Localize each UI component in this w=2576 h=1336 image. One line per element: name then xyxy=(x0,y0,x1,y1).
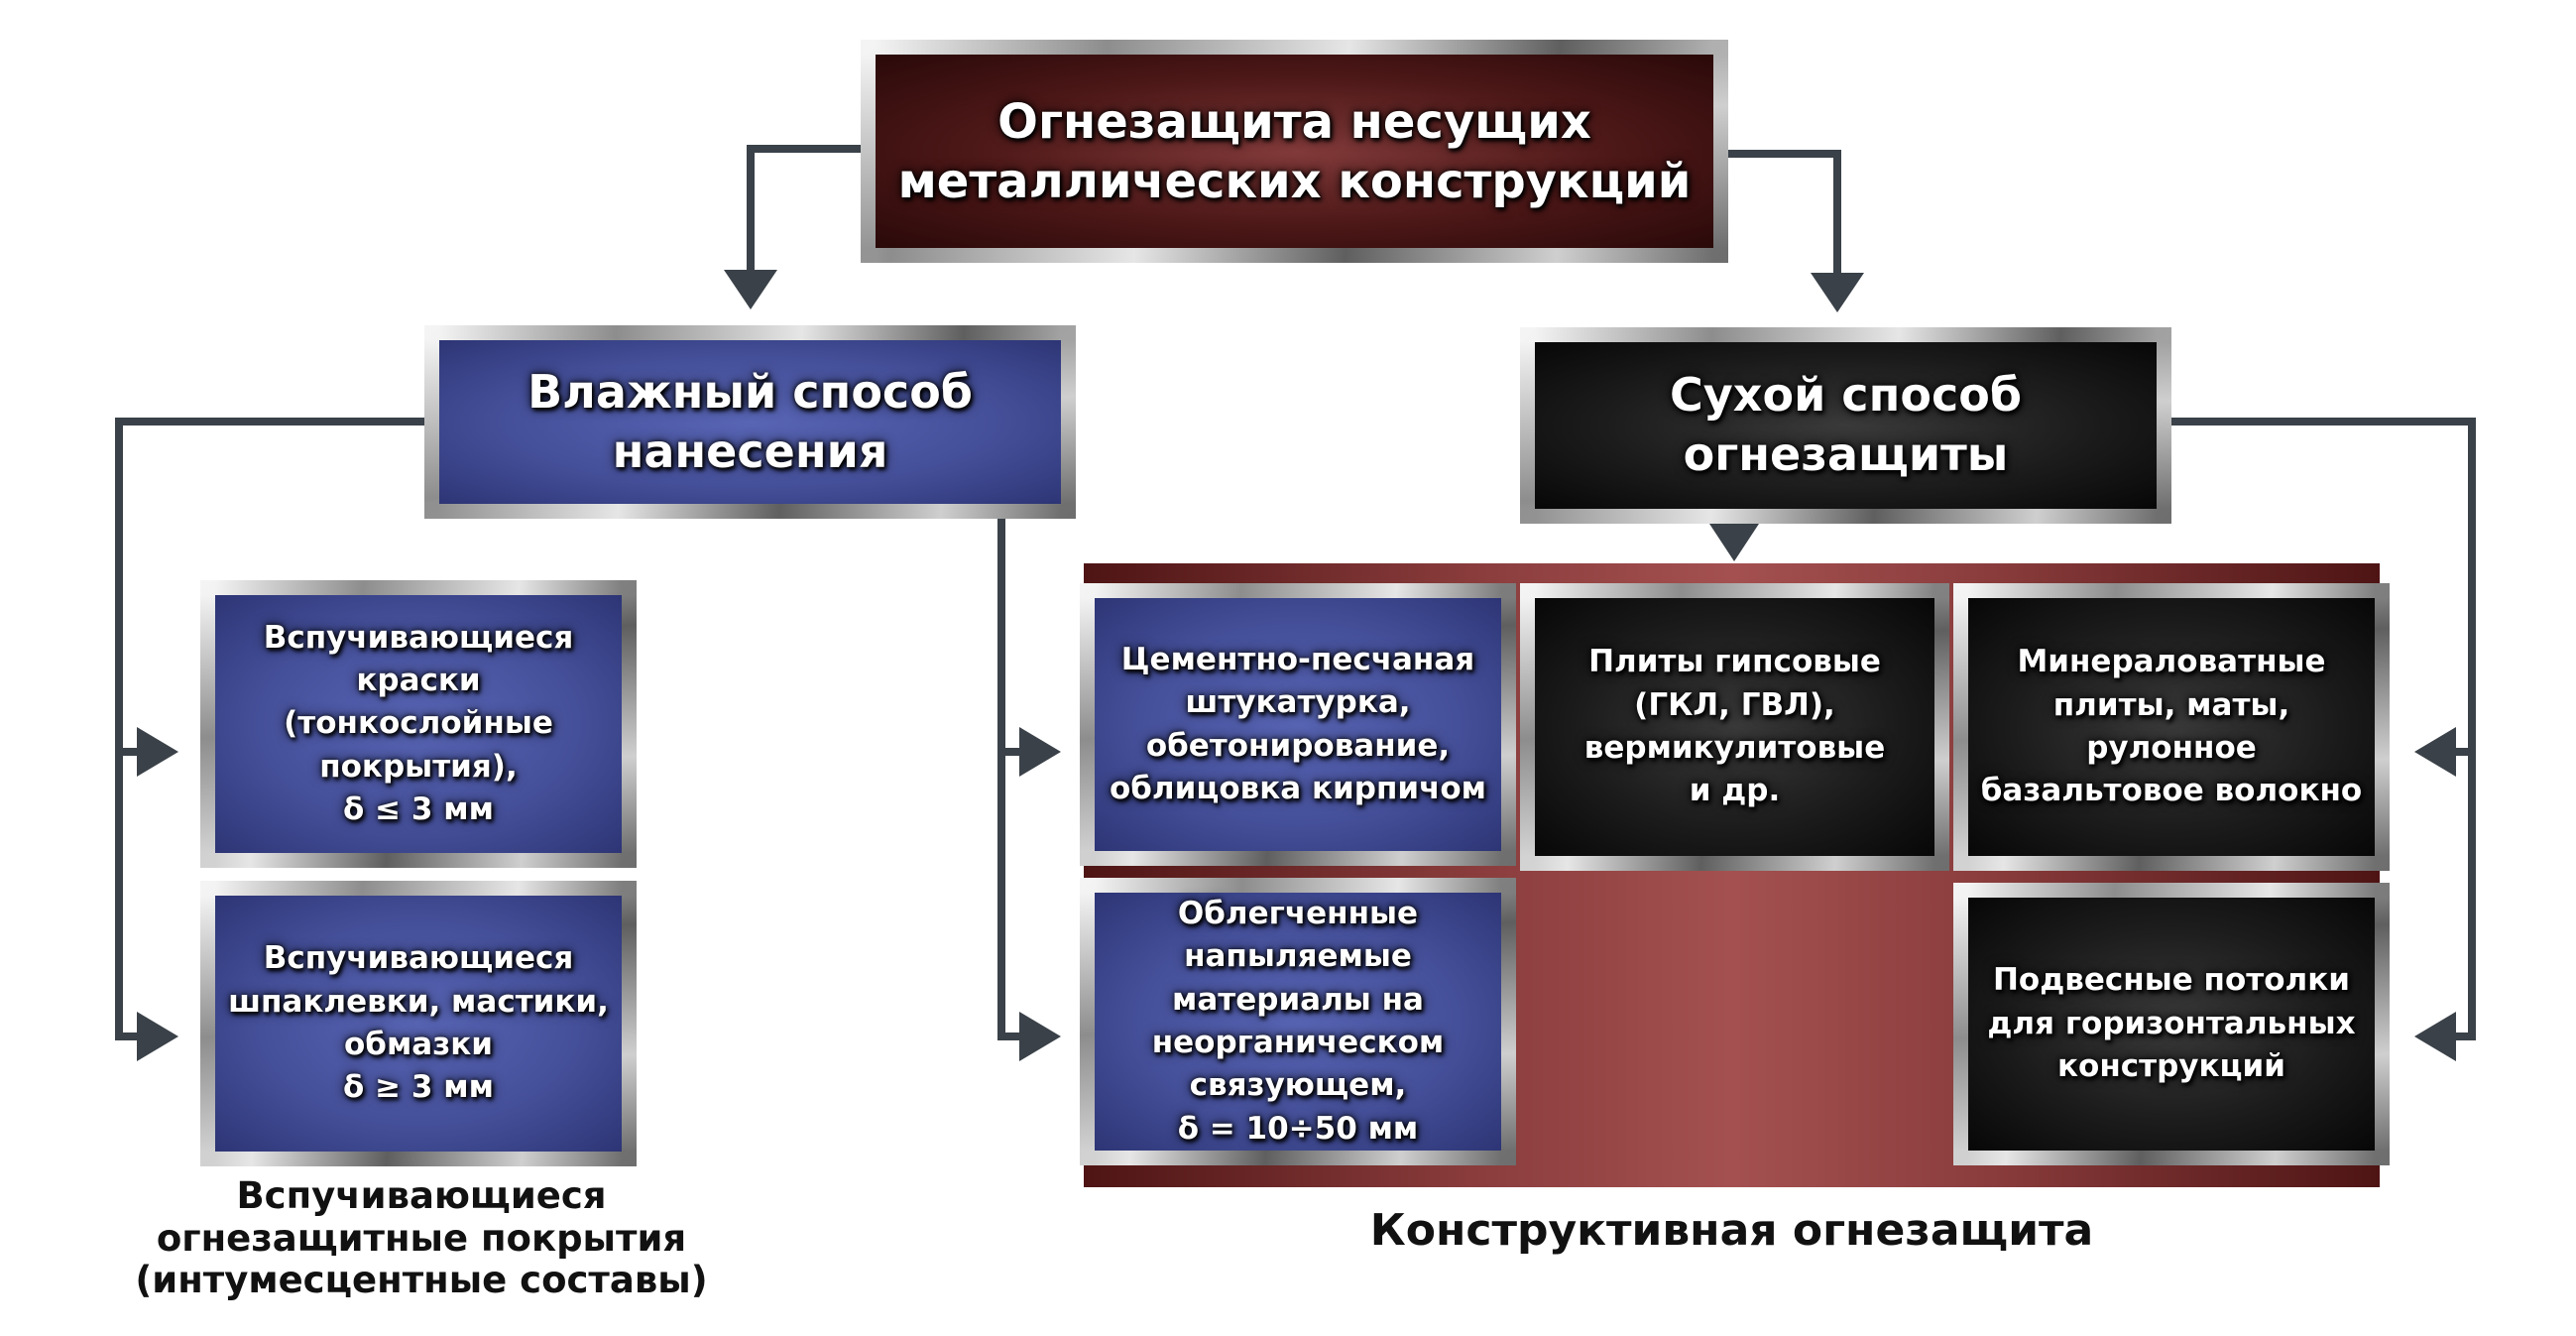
cement-plaster-label: Цементно-песчаная штукатурка, обетониров… xyxy=(1109,641,1487,806)
connector-wet-to-left-items xyxy=(115,418,424,1040)
sprayed-materials-node: Облегченные напыляемые материалы на неор… xyxy=(1080,878,1516,1165)
intumescent-putties-node: Вспучивающиеся шпаклевки, мастики, обмаз… xyxy=(200,881,637,1166)
connector-root-to-wet xyxy=(747,145,861,270)
intumescent-coatings-caption: Вспучивающиеся огнезащитные покрытия (ин… xyxy=(135,1174,708,1302)
arrow-to-mineral xyxy=(2414,727,2456,777)
arrow-to-paints xyxy=(137,727,178,777)
gypsum-boards-label: Плиты гипсовые (ГКЛ, ГВЛ), вермикулитовы… xyxy=(1583,644,1886,809)
intumescent-paints-node: Вспучивающиеся краски (тонкослойные покр… xyxy=(200,580,637,868)
wet-method-node: Влажный способ нанесения xyxy=(424,325,1076,519)
gypsum-boards-node: Плиты гипсовые (ГКЛ, ГВЛ), вермикулитовы… xyxy=(1520,583,1949,871)
arrow-to-wet xyxy=(724,270,777,309)
arrow-to-sprayed xyxy=(1019,1012,1061,1061)
wet-method-label: Влажный способ нанесения xyxy=(527,364,973,478)
connector-wet-to-center-items xyxy=(997,519,1021,1040)
arrow-to-ceilings xyxy=(2414,1012,2456,1061)
root-node-label: Огнезащита несущих металлических констру… xyxy=(897,93,1692,209)
constructive-protection-caption: Конструктивная огнезащита xyxy=(1369,1205,2094,1256)
arrow-to-cement xyxy=(1019,727,1061,777)
connector-dry-to-right-items xyxy=(2171,418,2476,1040)
suspended-ceilings-label: Подвесные потолки для горизонтальных кон… xyxy=(1987,962,2356,1085)
dry-method-node: Сухой способ огнезащиты xyxy=(1520,327,2171,524)
suspended-ceilings-node: Подвесные потолки для горизонтальных кон… xyxy=(1953,883,2390,1165)
connector-root-to-dry xyxy=(1728,150,1841,273)
sprayed-materials-label: Облегченные напыляемые материалы на неор… xyxy=(1151,895,1445,1147)
intumescent-putties-label: Вспучивающиеся шпаклевки, мастики, обмаз… xyxy=(228,940,609,1106)
arrow-to-dry xyxy=(1811,273,1864,312)
root-node: Огнезащита несущих металлических констру… xyxy=(861,40,1728,263)
mineral-wool-label: Минераловатные плиты, маты, рулонное баз… xyxy=(1980,644,2363,809)
cement-plaster-node: Цементно-песчаная штукатурка, обетониров… xyxy=(1080,583,1516,866)
arrow-to-constructive xyxy=(1709,524,1759,561)
mineral-wool-node: Минераловатные плиты, маты, рулонное баз… xyxy=(1953,583,2390,871)
intumescent-paints-label: Вспучивающиеся краски (тонкослойные покр… xyxy=(263,619,574,828)
arrow-to-putties xyxy=(137,1012,178,1061)
dry-method-label: Сухой способ огнезащиты xyxy=(1670,368,2022,481)
